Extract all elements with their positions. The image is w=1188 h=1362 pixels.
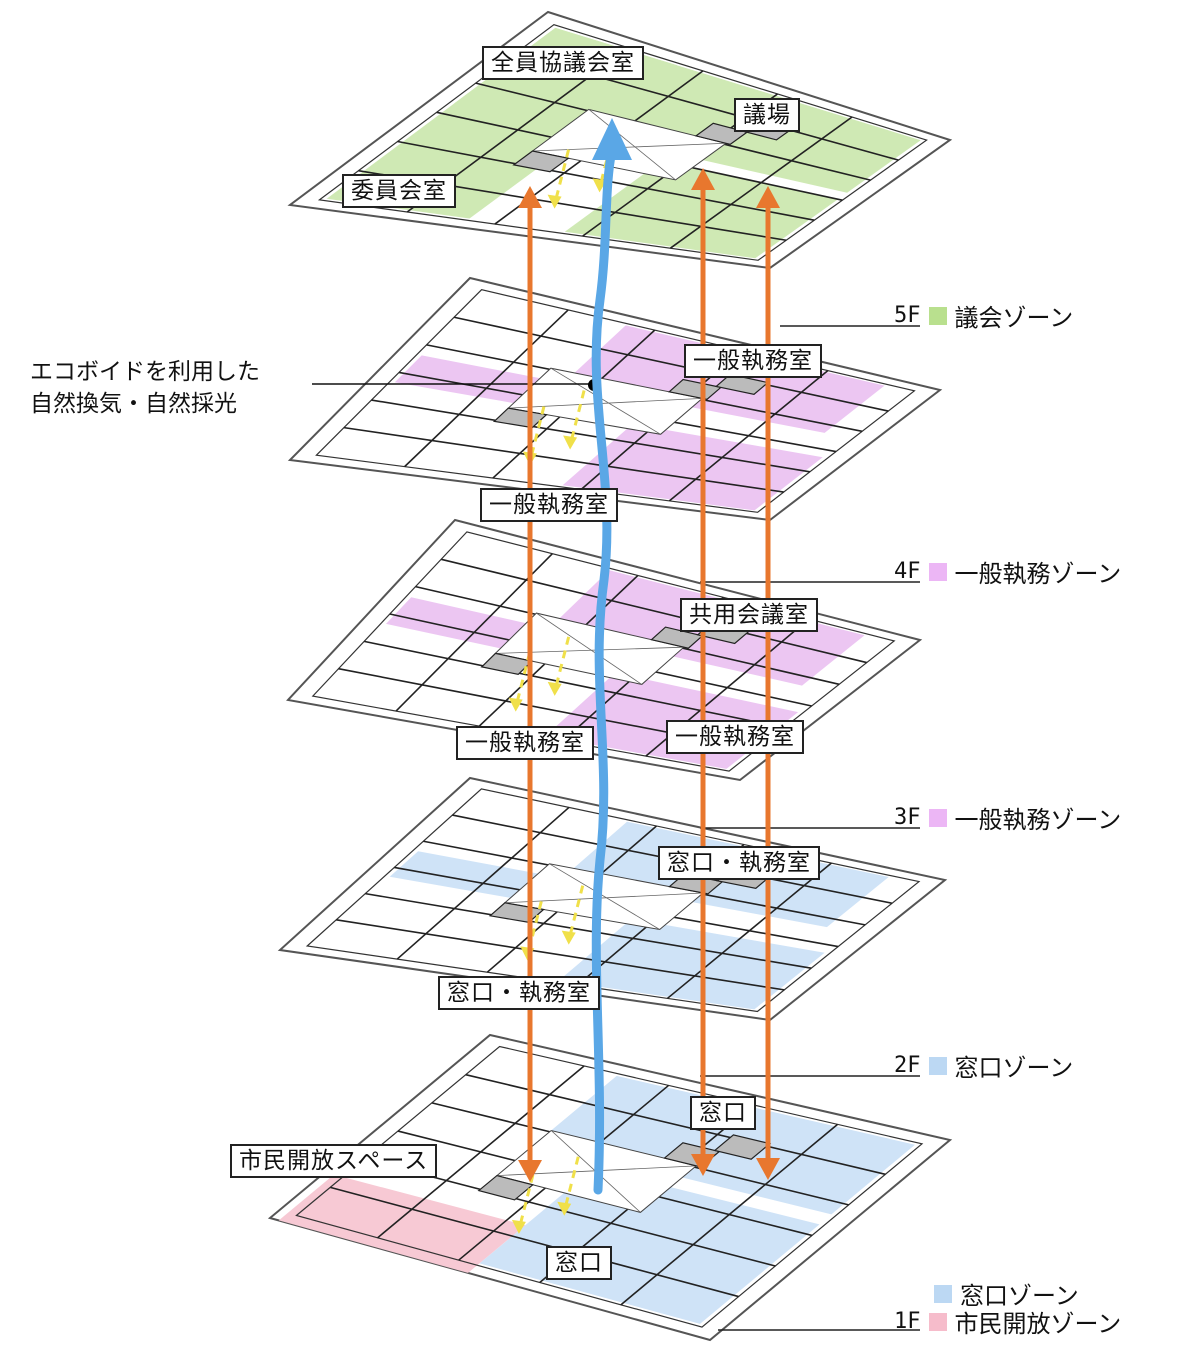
zone-name-counter-1f: 窓口ゾーン bbox=[960, 1282, 1079, 1310]
void-diagonal bbox=[495, 646, 684, 654]
label-general-office-4f: 一般執務室 bbox=[480, 488, 618, 522]
floor-plates bbox=[267, 10, 953, 1342]
daylight-dashed-arrow-icon bbox=[517, 1174, 535, 1231]
wall-line bbox=[330, 1186, 739, 1298]
floor-tag-1f: 1F 市民開放ゾーン bbox=[894, 1304, 1121, 1339]
stair-core bbox=[477, 1174, 535, 1201]
wall-line bbox=[666, 862, 832, 1000]
wall-line bbox=[620, 1123, 839, 1306]
label-counter-office-2f-left: 窓口・執務室 bbox=[438, 976, 600, 1010]
zone-swatch-public-1f bbox=[928, 1312, 947, 1331]
arrowhead-down bbox=[691, 1154, 715, 1176]
label-counter-office-2f-right: 窓口・執務室 bbox=[658, 846, 820, 880]
callout-line-2: 自然換気・自然採光 bbox=[30, 391, 237, 417]
label-zenin-kyogikai-room: 全員協議会室 bbox=[482, 46, 644, 80]
label-general-office-5f: 一般執務室 bbox=[684, 344, 822, 378]
daylight-arrowhead bbox=[561, 930, 576, 945]
label-committee-room: 委員会室 bbox=[342, 174, 456, 208]
wall-line bbox=[363, 640, 785, 729]
floor-tag-5f: 5F 議会ゾーン bbox=[894, 298, 1073, 333]
zone-region bbox=[558, 919, 825, 1010]
floor-tag-1f-zone-a: 窓口ゾーン bbox=[934, 1276, 1079, 1311]
daylight-dashed-arrow-icon bbox=[562, 1156, 580, 1213]
void-diagonal bbox=[536, 612, 642, 685]
arrowhead-down bbox=[518, 1160, 542, 1182]
wall-line bbox=[336, 919, 785, 991]
wall-line bbox=[377, 1065, 585, 1239]
zone-swatch-general-3f bbox=[928, 808, 947, 827]
zone-swatch-counter-1f bbox=[934, 1284, 952, 1303]
wall-line bbox=[404, 309, 569, 468]
void-diagonal bbox=[508, 397, 703, 409]
arrowhead-up bbox=[518, 186, 542, 208]
label-shared-meeting-room: 共用会議室 bbox=[680, 598, 818, 632]
floor-number-4f: 4F bbox=[894, 559, 921, 584]
label-counter-1f-right: 窓口 bbox=[690, 1096, 756, 1130]
wall-line bbox=[395, 553, 553, 712]
eco-void-callout: エコボイドを利用した 自然換気・自然採光 bbox=[30, 356, 260, 420]
void-diagonal bbox=[504, 892, 704, 904]
arrowhead-up bbox=[756, 186, 780, 208]
void-diagonal bbox=[549, 863, 660, 930]
zone-name-council: 議会ゾーン bbox=[954, 304, 1074, 332]
daylight-arrowhead bbox=[511, 1219, 526, 1234]
daylight-dashed-arrow-icon bbox=[514, 652, 532, 708]
label-citizen-open-space: 市民開放スペース bbox=[230, 1144, 438, 1178]
wall-line bbox=[371, 399, 811, 473]
floor-plate-2f bbox=[277, 776, 948, 1022]
label-general-office-3f-right: 一般執務室 bbox=[666, 720, 804, 754]
wall-line bbox=[396, 806, 570, 960]
wall-line bbox=[668, 369, 829, 502]
void-diagonal bbox=[588, 109, 676, 181]
zone-swatch-council bbox=[928, 306, 947, 325]
zone-name-general-4f: 一般執務ゾーン bbox=[954, 560, 1122, 588]
callout-line-1: エコボイドを利用した bbox=[30, 359, 260, 385]
zone-name-public-1f: 市民開放ゾーン bbox=[954, 1310, 1122, 1338]
daylight-arrowhead bbox=[547, 194, 562, 209]
zone-swatch-counter-2f bbox=[928, 1056, 947, 1075]
wall-line bbox=[365, 892, 812, 970]
airflow-arrowhead bbox=[592, 118, 632, 160]
daylight-dashed-arrow-icon bbox=[567, 885, 585, 942]
daylight-arrowhead bbox=[592, 178, 607, 193]
arrowhead-up bbox=[691, 168, 715, 190]
void-diagonal bbox=[550, 367, 661, 435]
wall-line bbox=[441, 558, 867, 664]
daylight-arrowhead bbox=[557, 1201, 572, 1216]
zone-swatch-general-4f bbox=[928, 562, 947, 581]
floor-leader-lines bbox=[312, 325, 920, 1331]
stair-core bbox=[492, 407, 548, 429]
floor-plate-1f bbox=[267, 1033, 953, 1342]
floor-number-5f: 5F bbox=[894, 303, 921, 328]
wall-line bbox=[453, 316, 889, 412]
floor-tag-3f: 3F 一般執務ゾーン bbox=[894, 800, 1121, 835]
label-assembly-hall: 議場 bbox=[734, 98, 800, 132]
floor-tag-4f: 4F 一般執務ゾーン bbox=[894, 554, 1121, 589]
void-diagonal bbox=[532, 142, 726, 152]
daylight-arrowhead bbox=[563, 435, 578, 450]
wall-line bbox=[465, 1073, 886, 1176]
floor-plate-4f bbox=[287, 276, 943, 522]
daylight-dashed-arrow-icon bbox=[568, 390, 586, 446]
daylight-arrowhead bbox=[508, 697, 523, 712]
stair-core bbox=[512, 150, 570, 173]
wall-line bbox=[343, 426, 784, 493]
label-general-office-3f-left: 一般執務室 bbox=[456, 726, 594, 760]
daylight-dashed-arrow-icon bbox=[553, 149, 571, 206]
floor-tag-2f: 2F 窓口ゾーン bbox=[894, 1048, 1073, 1083]
arrowhead-down bbox=[756, 1158, 780, 1180]
floor-number-3f: 3F bbox=[894, 805, 921, 830]
floor-number-1f: 1F bbox=[894, 1309, 921, 1334]
plate-inner-border bbox=[305, 788, 921, 1013]
label-counter-1f-front: 窓口 bbox=[546, 1246, 612, 1280]
floor-number-2f: 2F bbox=[894, 1053, 921, 1078]
public-zone-region bbox=[278, 1174, 526, 1273]
daylight-dashed-arrow-icon bbox=[553, 636, 571, 693]
zone-name-counter-2f: 窓口ゾーン bbox=[954, 1054, 1074, 1082]
daylight-arrowhead bbox=[547, 681, 562, 696]
zone-name-general-3f: 一般執務ゾーン bbox=[954, 806, 1122, 834]
